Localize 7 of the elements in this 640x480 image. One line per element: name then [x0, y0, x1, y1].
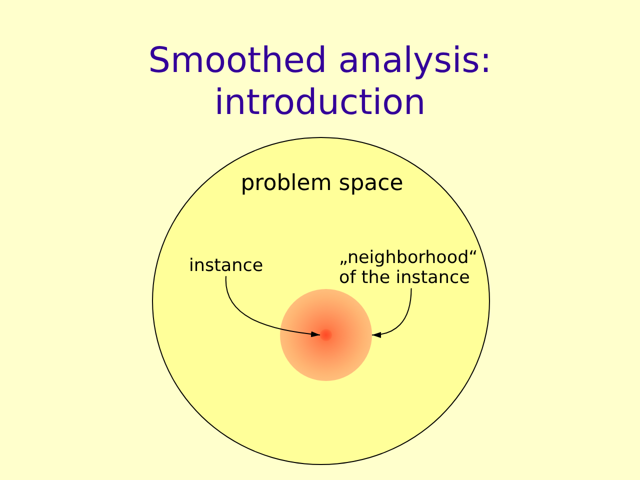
text-label: „neighborhood“ of the instance — [339, 248, 478, 288]
text-label: instance — [189, 256, 263, 276]
node-label: problem space — [240, 171, 404, 196]
curved-arrow — [226, 276, 320, 338]
title-text: Smoothed analysis: introduction — [148, 40, 492, 124]
center-dot — [320, 329, 332, 341]
curved-arrow — [372, 288, 412, 338]
